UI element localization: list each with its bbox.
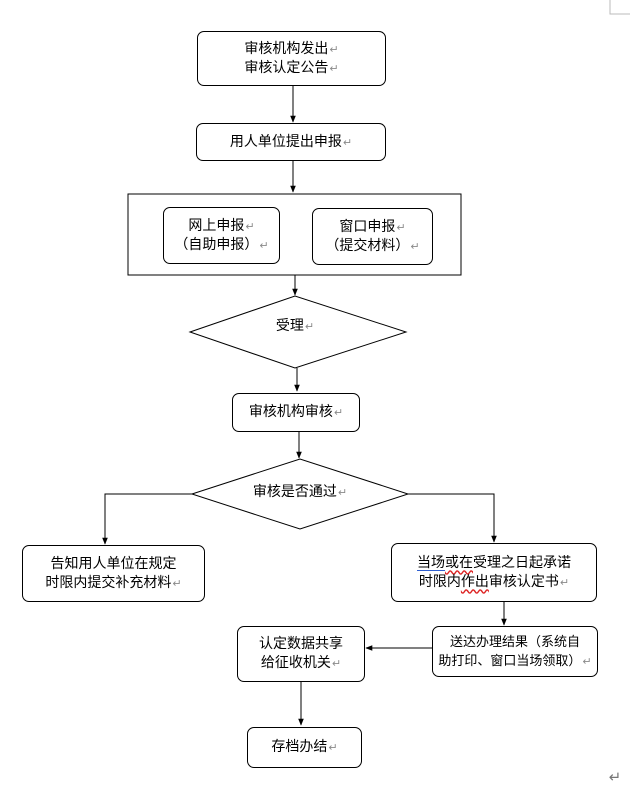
node-text: 窗口申报: [339, 218, 396, 235]
node-text: 网上申报: [188, 217, 245, 234]
node-text: 告知用人单位在规定: [50, 555, 177, 572]
decision-label-accept: 受理↵: [255, 317, 335, 336]
paragraph-mark: ↵: [259, 238, 269, 252]
paragraph-mark: ↵: [328, 741, 338, 754]
node-employer-submit: 用人单位提出申报↵: [196, 123, 386, 161]
arrow-6-right: [408, 493, 497, 543]
paragraph-mark: ↵: [329, 42, 339, 56]
node-text: 审核是否通过: [252, 484, 337, 500]
node-online-submission: 网上申报↵ （自助申报）↵: [163, 207, 280, 264]
node-audit-announcement: 审核机构发出↵ 审核认定公告↵: [197, 31, 386, 86]
node-text: 审核认定公告: [244, 59, 329, 76]
node-request-supplement: 告知用人单位在规定 时限内提交补充材料↵: [22, 545, 205, 602]
paragraph-mark: ↵: [410, 239, 420, 253]
decision-diamond-accept: [188, 295, 408, 369]
node-text: 用人单位提出申报: [229, 133, 342, 150]
node-text: 作出: [460, 573, 489, 590]
node-text: 当场: [417, 554, 445, 571]
node-text: 助打印、窗口当场领取）: [438, 653, 582, 669]
node-text: 存档办结: [271, 739, 328, 755]
paragraph-mark: ↵: [329, 61, 339, 75]
node-text: 送达办理结果（系统自: [449, 634, 580, 650]
page-end-paragraph-mark: ↵: [606, 768, 624, 787]
node-text: （提交材料）: [325, 237, 410, 254]
node-issue-certificate: 当场或在受理之日起承诺 时限内作出审核认定书↵: [391, 543, 597, 602]
node-window-submission: 窗口申报↵ （提交材料）↵: [312, 208, 433, 265]
page-corner-mark: [609, 0, 630, 15]
arrow-6-left: [102, 493, 192, 545]
paragraph-mark: ↵: [582, 654, 592, 668]
node-agency-review: 审核机构审核↵: [232, 393, 360, 432]
paragraph-mark: ↵: [559, 575, 570, 589]
paragraph-mark: ↵: [331, 657, 342, 670]
node-text: （自助申报）: [174, 236, 259, 253]
node-text: 审核机构发出: [244, 40, 329, 57]
paragraph-mark: ↵: [608, 768, 622, 786]
node-share-data: 认定数据共享 给征收机关↵: [237, 626, 365, 682]
node-text: 时限内: [418, 573, 461, 590]
node-text: 认定数据共享: [259, 636, 343, 652]
node-text: 受理之日起承诺: [473, 554, 571, 571]
node-text: 或在: [445, 554, 473, 571]
node-archive-complete: 存档办结↵: [247, 727, 362, 768]
paragraph-mark: ↵: [304, 320, 315, 333]
paragraph-mark: ↵: [337, 486, 348, 499]
paragraph-mark: ↵: [342, 135, 353, 149]
paragraph-mark: ↵: [333, 406, 344, 419]
node-deliver-result: 送达办理结果（系统自 助打印、窗口当场领取）↵: [432, 626, 598, 677]
node-text: 给征收机关: [260, 655, 331, 671]
paragraph-mark: ↵: [172, 576, 182, 590]
decision-label-review: 审核是否通过↵: [240, 483, 360, 502]
node-text: 时限内提交补充材料: [45, 574, 172, 591]
node-text: 审核认定书: [488, 573, 559, 590]
paragraph-mark: ↵: [245, 219, 255, 233]
node-text: 受理: [275, 318, 304, 334]
paragraph-mark: ↵: [396, 220, 406, 234]
node-text: 审核机构审核: [248, 404, 333, 420]
